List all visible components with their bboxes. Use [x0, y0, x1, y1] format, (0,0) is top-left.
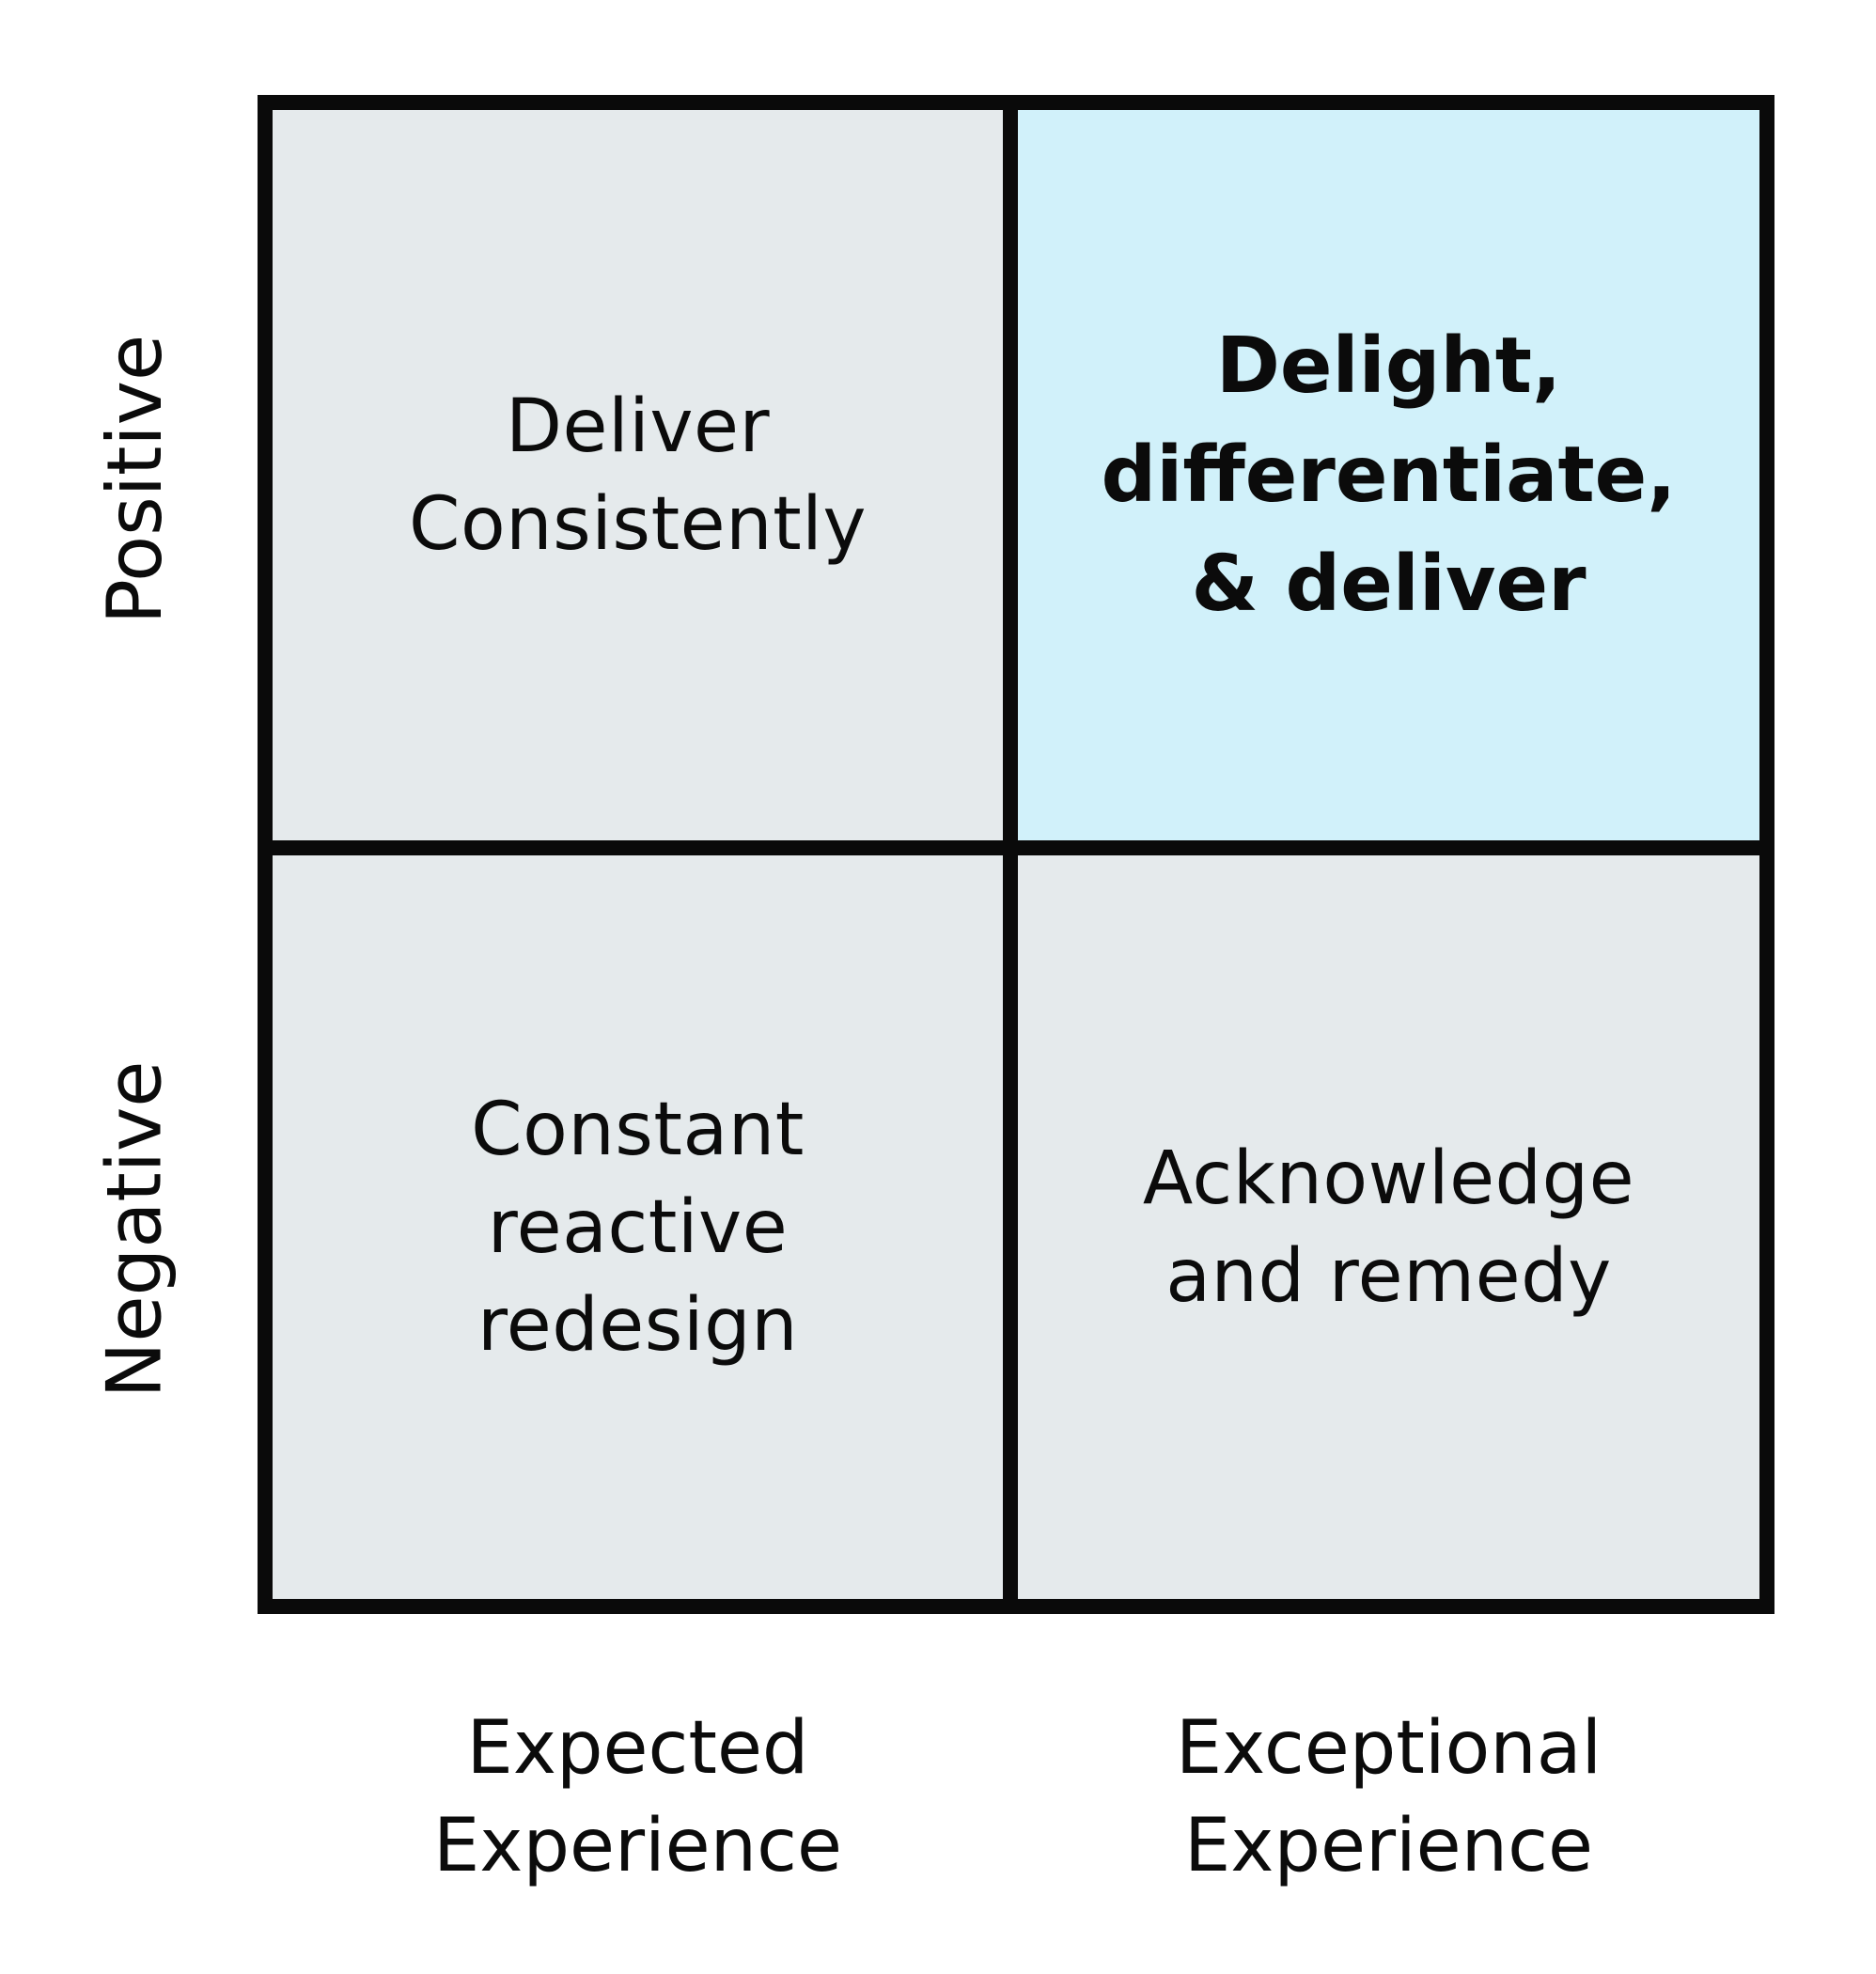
- quadrant-bottom-right: Acknowledge and remedy: [1018, 855, 1759, 1599]
- quadrant-top-right-text: Delight, differentiate, & deliver: [1101, 321, 1677, 629]
- quadrant-bottom-left-text: Constant reactive redesign: [471, 1087, 805, 1368]
- row-label-positive-text: Positive: [91, 334, 179, 625]
- column-label-exceptional-experience: Exceptional Experience: [1175, 1706, 1602, 1888]
- experience-matrix: Deliver Consistently Delight, differenti…: [258, 95, 1774, 1614]
- quadrant-top-right: Delight, differentiate, & deliver: [1018, 110, 1759, 840]
- quadrant-bottom-left: Constant reactive redesign: [273, 855, 1003, 1599]
- quadrant-bottom-right-text: Acknowledge and remedy: [1142, 1136, 1635, 1319]
- quadrant-top-left-text: Deliver Consistently: [409, 384, 867, 567]
- column-label-expected-experience: Expected Experience: [433, 1706, 842, 1888]
- row-label-negative-text: Negative: [91, 1060, 179, 1399]
- quadrant-top-left: Deliver Consistently: [273, 110, 1003, 840]
